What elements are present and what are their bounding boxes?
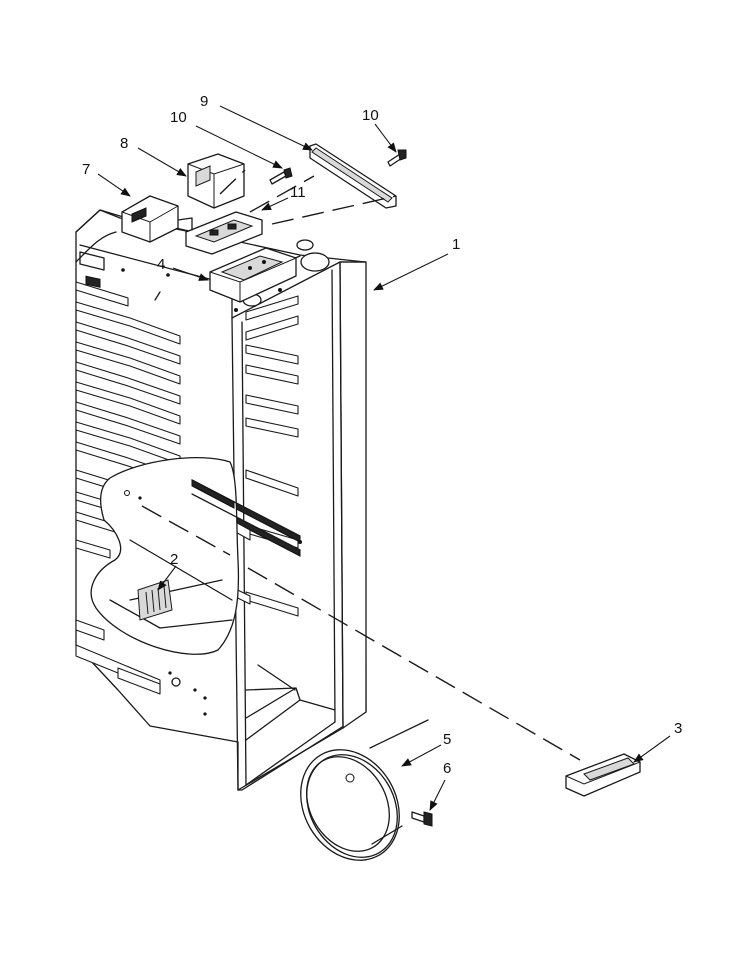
screw-10-right [387,149,407,167]
part-9-trim-strip [309,143,397,209]
callout-6: 6 [443,760,451,777]
screw-10-left [269,167,293,185]
callout-11: 11 [290,184,306,201]
callout-1: 1 [452,236,460,253]
liner-housing [75,209,367,791]
callout-10-right: 10 [362,107,379,124]
part-8-bracket [187,153,245,209]
screw-6 [411,811,433,827]
callout-2: 2 [170,551,178,568]
part-7-damper [75,195,193,263]
part-4-control-housing [209,247,297,303]
part-5-wire-coil [300,719,429,861]
callout-3: 3 [674,720,682,737]
part-11-board [185,211,263,255]
callout-7: 7 [82,161,90,178]
part-3-light-cover [565,753,641,797]
callout-4: 4 [157,256,165,273]
callout-10-left: 10 [170,109,187,126]
callout-5: 5 [443,731,451,748]
callout-labels: 1 2 3 4 5 6 7 8 9 10 10 11 [82,93,682,777]
callout-9: 9 [200,93,208,110]
callout-8: 8 [120,135,128,152]
leader-lines [97,105,671,811]
